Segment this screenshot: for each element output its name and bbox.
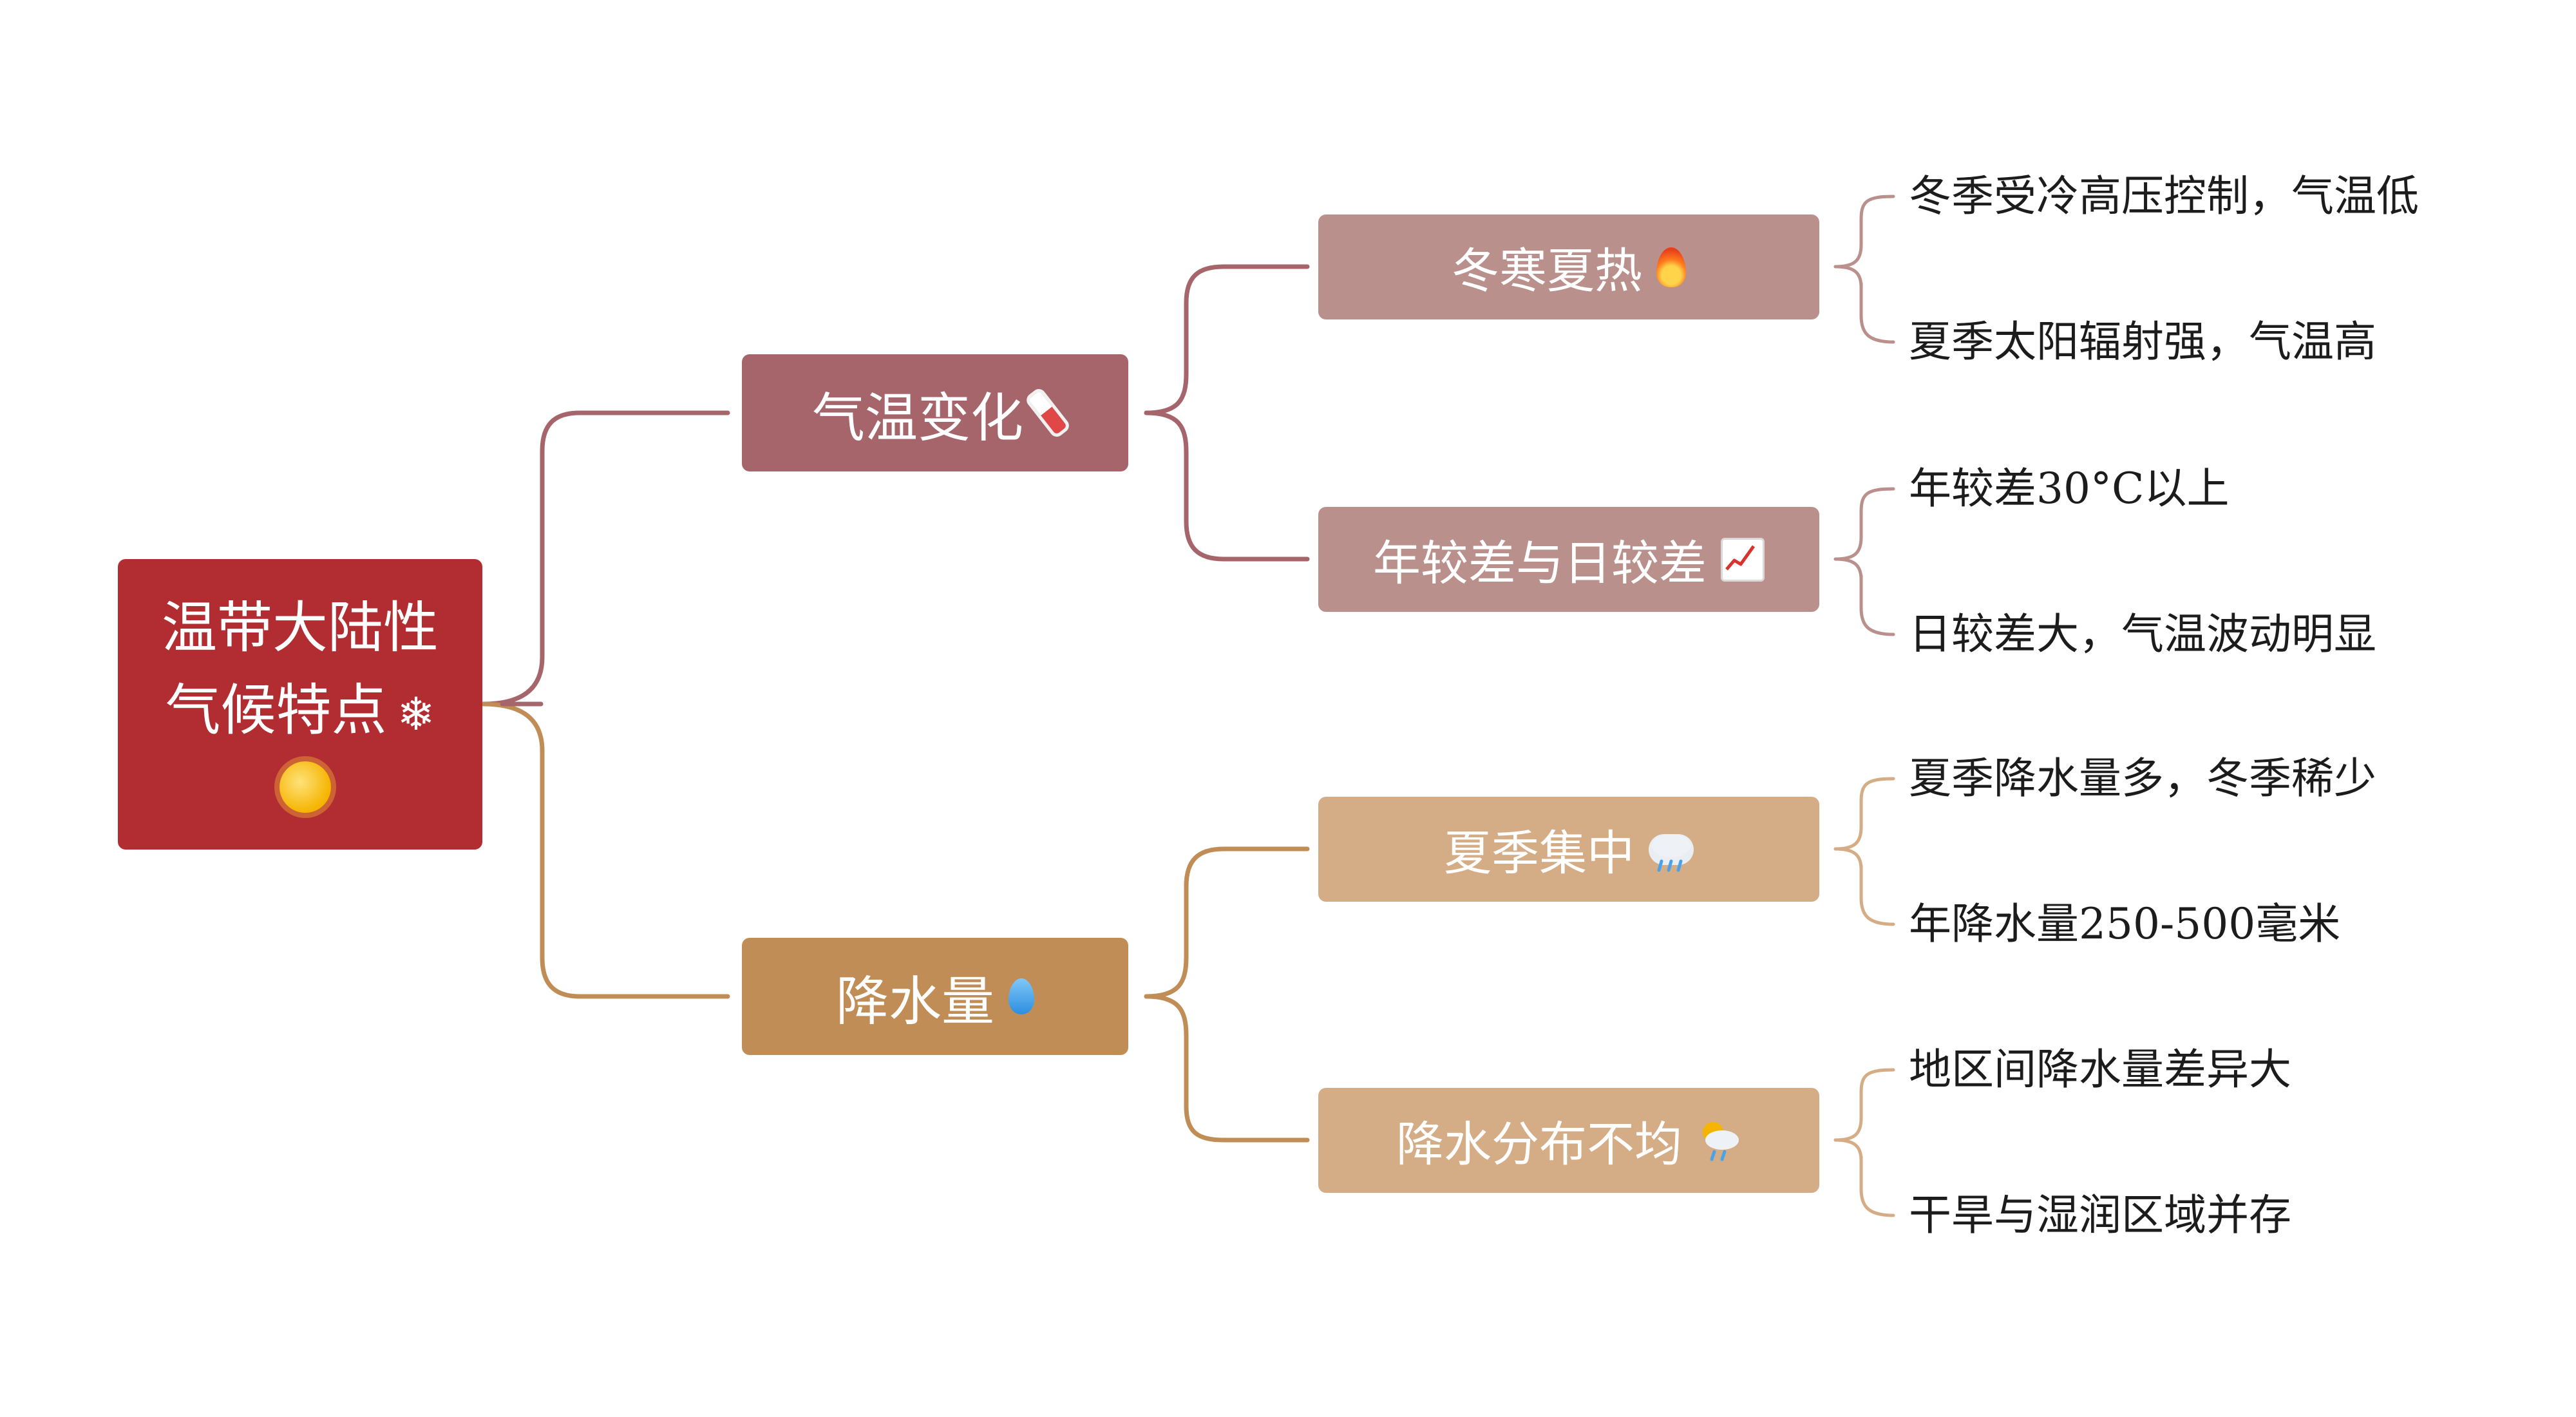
sub-node-cold-winter-hot-summer[interactable]: 冬寒夏热 — [1318, 214, 1819, 319]
sub-node-label: 夏季集中 — [1444, 826, 1634, 881]
brace-a — [1833, 195, 1895, 344]
brace-b — [1833, 487, 1895, 636]
sub-node-uneven-distribution[interactable]: 降水分布不均 — [1318, 1088, 1819, 1193]
leaf-text[interactable]: 夏季太阳辐射强，气温高 — [1909, 317, 2376, 366]
brace-c — [1833, 777, 1895, 926]
root-node[interactable]: 温带大陆性 气候特点❄ — [118, 559, 482, 850]
branch-precipitation-label: 降水量 — [835, 971, 994, 1032]
root-title-line1: 温带大陆性 — [162, 587, 439, 669]
brace-b-tip — [1833, 557, 1863, 582]
snowflake-icon: ❄ — [397, 687, 435, 741]
sun-face-icon — [279, 761, 331, 813]
connector-root-rain — [480, 701, 730, 999]
sub-node-temperature-range[interactable]: 年较差与日较差 — [1318, 507, 1819, 612]
brace-d — [1833, 1068, 1895, 1217]
leaf-text[interactable]: 干旱与湿润区域并存 — [1909, 1190, 2291, 1240]
connector-root-temp — [480, 410, 730, 707]
connector-rain-c — [1144, 846, 1310, 999]
rain-cloud-icon — [1649, 833, 1694, 871]
chart-increasing-icon — [1721, 537, 1765, 582]
leaf-text[interactable]: 冬季受冷高压控制，气温低 — [1909, 171, 2419, 221]
sub-node-label: 冬寒夏热 — [1452, 243, 1642, 299]
leaf-text[interactable]: 夏季降水量多，冬季稀少 — [1909, 754, 2376, 803]
thermometer-icon — [1023, 386, 1072, 440]
leaf-text[interactable]: 日较差大，气温波动明显 — [1909, 609, 2376, 659]
brace-c-tip — [1833, 847, 1863, 871]
sub-node-summer-concentrated[interactable]: 夏季集中 — [1318, 797, 1819, 902]
sub-node-label: 降水分布不均 — [1396, 1117, 1682, 1172]
root-icon-row — [269, 752, 331, 823]
leaf-text[interactable]: 地区间降水量差异大 — [1909, 1045, 2291, 1094]
brace-d-tip — [1833, 1138, 1863, 1163]
branch-temperature[interactable]: 气温变化 — [742, 354, 1128, 471]
connector-rain-d — [1144, 994, 1310, 1143]
sub-node-label: 年较差与日较差 — [1373, 536, 1707, 591]
branch-temperature-label: 气温变化 — [811, 387, 1023, 449]
brace-a-tip — [1833, 265, 1863, 289]
branch-precipitation[interactable]: 降水量 — [742, 938, 1128, 1055]
root-title-line2: 气候特点❄ — [165, 669, 435, 752]
root-title-text-1: 温带大陆性 — [162, 595, 439, 660]
fire-icon — [1656, 247, 1686, 287]
connector-temp-a — [1144, 264, 1310, 415]
connector-temp-b — [1144, 410, 1310, 562]
leaf-text[interactable]: 年较差30°C以上 — [1909, 464, 2230, 513]
sun-behind-rain-cloud-icon — [1696, 1121, 1741, 1161]
root-title-text-2: 气候特点 — [165, 678, 387, 743]
leaf-text[interactable]: 年降水量250-500毫米 — [1909, 899, 2341, 949]
droplet-icon — [1009, 978, 1034, 1014]
